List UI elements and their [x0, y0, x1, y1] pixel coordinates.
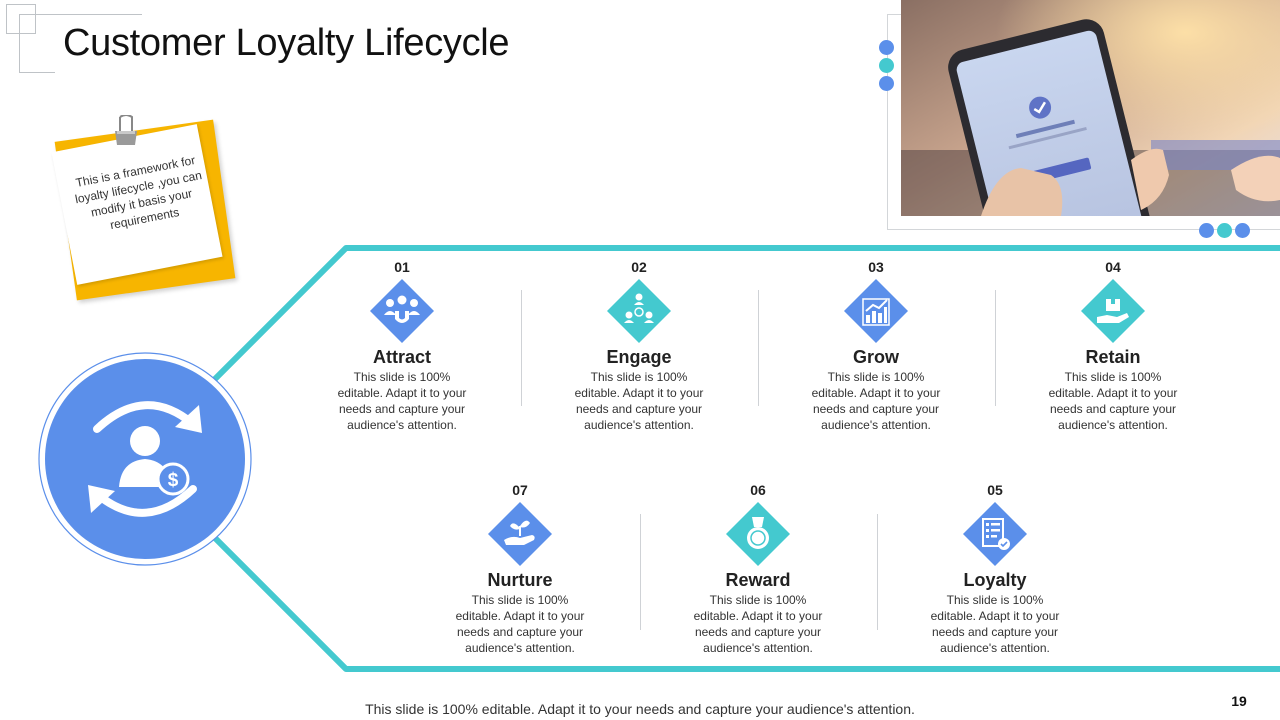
- decor-dot: [1199, 223, 1214, 238]
- step-title: Grow: [852, 347, 899, 367]
- decor-dot: [879, 40, 894, 55]
- step-attract: 01 Attract This slide is 100% editable. …: [338, 259, 467, 439]
- page-title: Customer Loyalty Lifecycle: [63, 22, 510, 64]
- page-number: 19: [1231, 693, 1247, 709]
- step-number: 01: [394, 259, 410, 275]
- step-loyalty: 05 Loyalty This slide is 100% editable. …: [931, 482, 1060, 662]
- step-description: This slide is 100% editable. Adapt it to…: [811, 370, 941, 432]
- divider: [521, 290, 522, 406]
- step-description: This slide is 100% editable. Adapt it to…: [337, 370, 467, 432]
- step-number: 02: [631, 259, 647, 275]
- step-title: Engage: [606, 347, 672, 367]
- network-people-icon: [607, 279, 671, 343]
- customer-cycle-dollar-icon: $: [88, 401, 202, 517]
- step-engage: 02 Engage This slide is 100% editable. A…: [575, 259, 704, 439]
- step-number: 05: [987, 482, 1003, 498]
- checklist-icon: [963, 502, 1027, 566]
- step-number: 04: [1105, 259, 1121, 275]
- step-nurture: 07 Nurture This slide is 100% editable. …: [456, 482, 585, 662]
- divider: [640, 514, 641, 630]
- hand-plant-icon: [488, 502, 552, 566]
- step-number: 06: [750, 482, 766, 498]
- decor-dot: [879, 76, 894, 91]
- corner-decoration-square: [6, 4, 36, 34]
- divider: [758, 290, 759, 406]
- step-description: This slide is 100% editable. Adapt it to…: [574, 370, 704, 432]
- corner-decoration-line: [19, 14, 142, 73]
- decor-dot: [1235, 223, 1250, 238]
- svg-text:$: $: [168, 470, 179, 491]
- decor-dot: [1217, 223, 1232, 238]
- step-title: Nurture: [487, 570, 553, 590]
- step-title: Reward: [725, 570, 791, 590]
- divider: [877, 514, 878, 630]
- binder-clip-icon: [115, 115, 137, 145]
- decor-dot: [879, 58, 894, 73]
- people-magnet-icon: [370, 279, 434, 343]
- divider: [995, 290, 996, 406]
- step-grow: 03 Grow This slide is 100% editable. Ada…: [812, 259, 941, 439]
- step-number: 07: [512, 482, 528, 498]
- footer-note: This slide is 100% editable. Adapt it to…: [0, 701, 1280, 717]
- sticky-note: This is a framework for loyalty lifecycl…: [51, 115, 236, 305]
- step-title: Retain: [1085, 347, 1141, 367]
- hand-box-icon: [1081, 279, 1145, 343]
- corner-decoration-tick: [19, 72, 55, 73]
- medal-icon: [726, 502, 790, 566]
- step-description: This slide is 100% editable. Adapt it to…: [930, 593, 1060, 655]
- step-description: This slide is 100% editable. Adapt it to…: [693, 593, 823, 655]
- step-title: Loyalty: [963, 570, 1027, 590]
- step-title: Attract: [372, 347, 431, 367]
- step-retain: 04 Retain This slide is 100% editable. A…: [1049, 259, 1178, 439]
- step-description: This slide is 100% editable. Adapt it to…: [455, 593, 585, 655]
- phone-payment-photo: [901, 0, 1280, 216]
- footer-text: This slide is 100% editable. Adapt it to…: [365, 701, 915, 717]
- step-number: 03: [868, 259, 884, 275]
- step-description: This slide is 100% editable. Adapt it to…: [1048, 370, 1178, 432]
- step-reward: 06 Reward This slide is 100% editable. A…: [694, 482, 823, 662]
- growth-chart-icon: [844, 279, 908, 343]
